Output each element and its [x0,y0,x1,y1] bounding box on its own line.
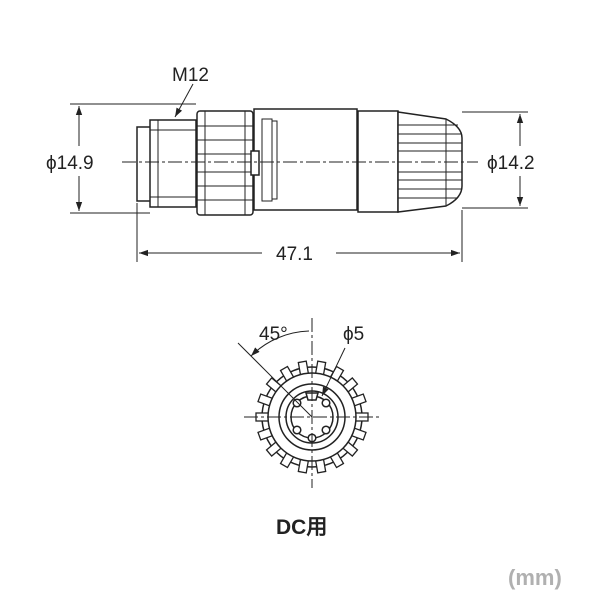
caption-label: DC用 [276,516,327,539]
connector-side-view [122,108,478,216]
dimension-lines-side [70,83,528,262]
pin-circle-label: ϕ5 [343,324,364,345]
dimension-lines-face [237,330,346,418]
length-label: 47.1 [276,244,313,265]
diameter-right-label: ϕ14.2 [487,153,535,174]
diameter-left-label: ϕ14.9 [46,153,94,174]
unit-label: (mm) [508,565,562,590]
thread-label: M12 [172,65,209,86]
angle-label: 45° [259,324,288,345]
